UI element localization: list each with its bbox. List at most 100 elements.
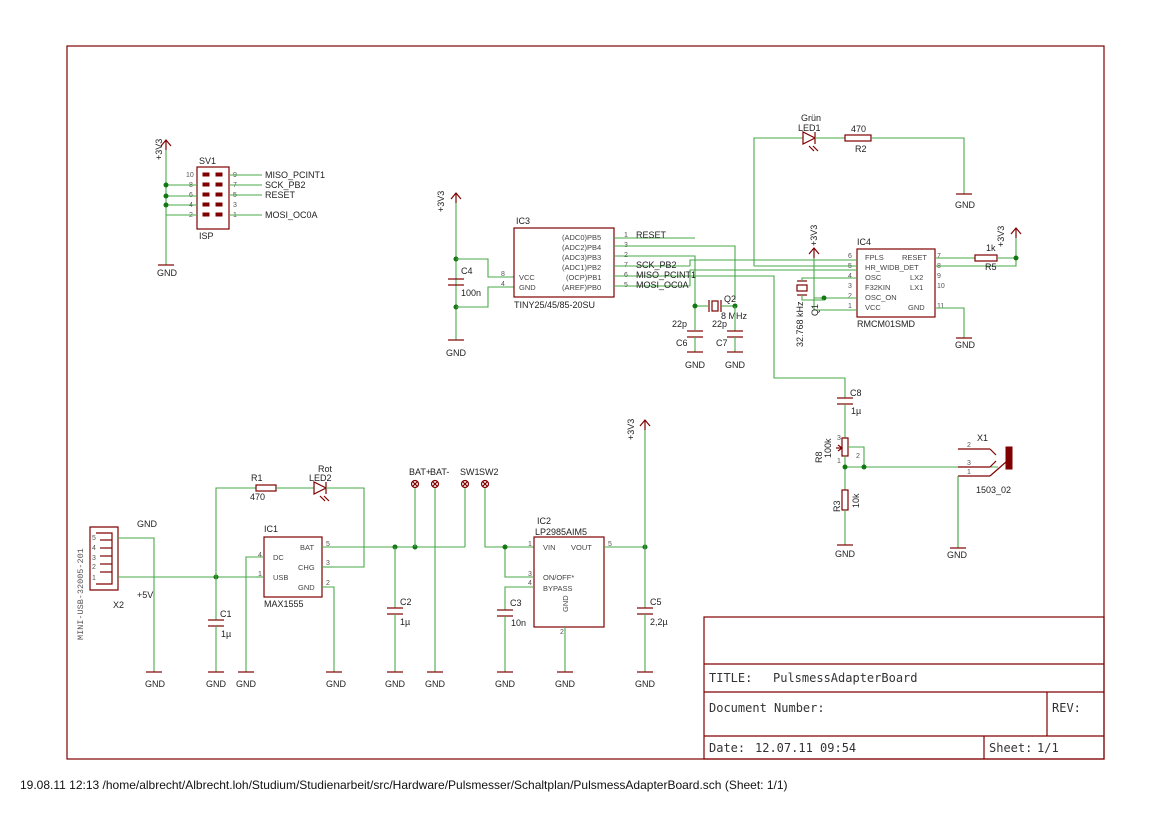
c5-name: C5: [650, 597, 662, 607]
c7-value: 22p: [712, 319, 727, 329]
svg-text:GND: GND: [446, 348, 467, 358]
led2-value: Rot: [318, 464, 333, 474]
svg-text:SW1: SW1: [460, 467, 480, 477]
svg-text:2: 2: [92, 564, 96, 571]
svg-text:VIN: VIN: [543, 543, 556, 552]
ic1-name: IC1: [264, 524, 278, 534]
svg-text:2: 2: [326, 580, 330, 587]
svg-text:5: 5: [92, 535, 96, 542]
svg-text:SW2: SW2: [479, 467, 499, 477]
svg-text:VCC: VCC: [519, 273, 535, 282]
svg-text:3: 3: [967, 460, 971, 467]
svg-text:(ADC1)PB2: (ADC1)PB2: [562, 263, 601, 272]
sv1-isp-header: +3V3 GND SV1 ISP 10 8 6 4 2 9 7 5 3 1: [154, 139, 325, 278]
led1-name: LED1: [798, 123, 821, 133]
led1-value: Grün: [801, 113, 821, 123]
x2-value: MINI-USB-32005-201: [76, 548, 86, 640]
r3-name: R3: [832, 500, 842, 512]
date-label: Date:: [709, 741, 745, 755]
svg-text:7: 7: [937, 253, 941, 260]
svg-text:2: 2: [967, 442, 971, 449]
svg-text:FPLS: FPLS: [865, 253, 884, 262]
svg-text:5: 5: [326, 541, 330, 548]
svg-text:GND: GND: [145, 679, 166, 689]
c6-value: 22p: [672, 319, 687, 329]
svg-text:OSC: OSC: [865, 273, 882, 282]
svg-text:8: 8: [501, 271, 505, 278]
svg-text:10: 10: [937, 283, 945, 290]
svg-text:LX1: LX1: [910, 283, 923, 292]
sv1-net-miso: MISO_PCINT1: [265, 170, 325, 180]
svg-text:1: 1: [528, 541, 532, 548]
ic4-name: IC4: [857, 237, 871, 247]
audio-jack-section: C8 1µ R8 100k 3 2 1 R3 10k GND GND: [814, 388, 1013, 560]
svg-text:3: 3: [837, 435, 841, 442]
pad-sw2: [480, 479, 490, 489]
svg-text:ON/OFF*: ON/OFF*: [543, 573, 574, 582]
ic3-net-miso: MISO_PCINT1: [636, 270, 696, 280]
sv1-supply-label: +3V3: [154, 139, 164, 160]
footer-path: 19.08.11 12:13 /home/albrecht/Albrecht.l…: [20, 778, 788, 792]
c4-name: C4: [461, 266, 473, 276]
sv1-body: [196, 166, 230, 230]
svg-text:+3V3: +3V3: [996, 226, 1006, 247]
svg-text:4: 4: [528, 580, 532, 587]
svg-text:6: 6: [848, 253, 852, 260]
svg-text:GND: GND: [519, 283, 536, 292]
svg-text:3: 3: [848, 283, 852, 290]
svg-text:2: 2: [848, 293, 852, 300]
q2-name: Q2: [724, 294, 736, 304]
q1-name: Q1: [810, 304, 820, 316]
ic3-net-sck: SCK_PB2: [636, 260, 677, 270]
svg-text:LX2: LX2: [910, 273, 923, 282]
q2-crystal: Q2 8 MHz 22p C6 GND 22p C7 GND: [672, 294, 748, 370]
svg-text:(OCP)PB1: (OCP)PB1: [566, 273, 601, 282]
ic4-value: RMCM01SMD: [857, 319, 916, 329]
r3-value: 10k: [851, 493, 861, 508]
x2-mini-usb: MINI-USB-32005-201 5 4 3 2 1 X2 GND GND …: [76, 519, 256, 689]
svg-text:+3V3: +3V3: [626, 419, 636, 440]
svg-text:1: 1: [624, 232, 628, 239]
title-value: PulsmessAdapterBoard: [773, 671, 918, 685]
ic1-value: MAX1555: [264, 599, 304, 609]
pad-bat-plus: [410, 479, 420, 489]
svg-text:GND: GND: [555, 679, 576, 689]
svg-text:OSC_ON: OSC_ON: [865, 293, 897, 302]
r2-value: 470: [851, 124, 866, 134]
svg-text:5: 5: [608, 541, 612, 548]
svg-text:BAT: BAT: [300, 543, 314, 552]
svg-text:11: 11: [937, 303, 944, 310]
svg-text:10: 10: [186, 172, 194, 179]
sv1-name: SV1: [199, 156, 216, 166]
svg-text:GND: GND: [137, 519, 158, 529]
svg-text:3: 3: [528, 571, 532, 578]
svg-text:GND: GND: [495, 679, 516, 689]
svg-text:GND: GND: [425, 679, 446, 689]
svg-text:1: 1: [92, 575, 96, 582]
svg-text:+3V3: +3V3: [436, 191, 446, 212]
ic3-net-mosi: MOSI_OC0A: [636, 280, 689, 290]
svg-text:(ADC0)PB5: (ADC0)PB5: [562, 233, 601, 242]
svg-text:DC: DC: [273, 553, 284, 562]
r5-name: R5: [985, 262, 997, 272]
c3-value: 10n: [511, 618, 526, 628]
ic4-rmcm01: IC4 RMCM01SMD FPLS HR_WIDB_DET OSC F32KI…: [689, 225, 1022, 350]
sheet-value: 1/1: [1037, 741, 1059, 755]
c3-name: C3: [510, 598, 522, 608]
r5-value: 1k: [986, 243, 996, 253]
battery-pads: C2 1µ GND BAT+ BAT- SW1 SW2: [385, 467, 534, 689]
led2-name: LED2: [309, 473, 332, 483]
ic2-name: IC2: [537, 516, 551, 526]
svg-text:VCC: VCC: [865, 303, 881, 312]
svg-text:2: 2: [560, 629, 564, 636]
svg-text:GND: GND: [725, 360, 746, 370]
c2-name: C2: [400, 597, 412, 607]
svg-text:(ADC3)PB3: (ADC3)PB3: [562, 253, 601, 262]
svg-text:4: 4: [501, 281, 505, 288]
svg-text:1: 1: [967, 469, 971, 476]
ic3-net-reset: RESET: [636, 230, 667, 240]
c5-value: 2,2µ: [650, 617, 668, 627]
svg-text:GND: GND: [955, 340, 976, 350]
svg-text:3: 3: [233, 202, 237, 209]
